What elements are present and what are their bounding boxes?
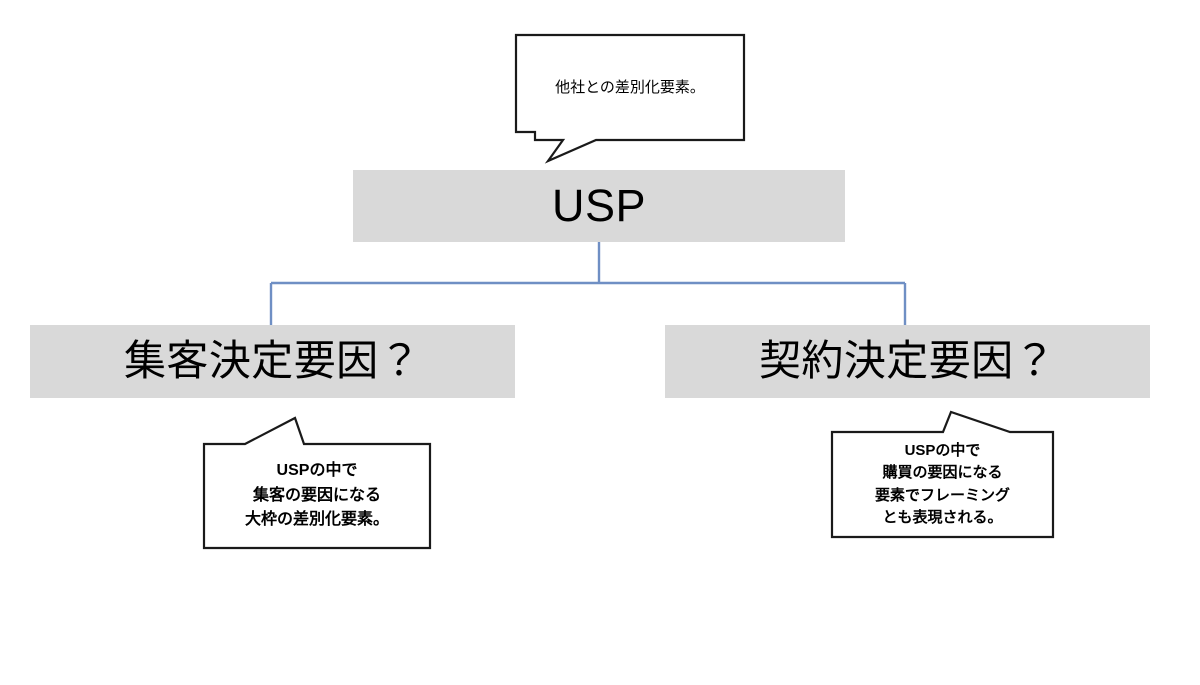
callout-contract-line-3: 要素でフレーミング [874, 486, 1010, 504]
callout-contract-shape [830, 410, 1055, 539]
callout-contract-line-4: とも表現される。 [882, 509, 1003, 526]
node-contract-decision-factor[interactable]: 契約決定要因？ [665, 325, 1150, 398]
callout-usp-shape [514, 33, 746, 164]
callout-attract-line-3: 大枠の差別化要素。 [244, 511, 389, 529]
callout-usp-line-1: 他社との差別化要素。 [555, 78, 705, 96]
callout-contract-line-1: USPの中で [904, 441, 981, 459]
callout-attract-shape [202, 416, 432, 550]
callout-attract-line-2: 集客の要因になる [252, 486, 381, 504]
node-attract-decision-factor[interactable]: 集客決定要因？ [30, 325, 515, 398]
callout-contract-text: USPの中で 購買の要因になる 要素でフレーミング とも表現される。 [832, 432, 1053, 537]
callout-attract-line-1: USPの中で [276, 461, 358, 479]
callout-attract-text: USPの中で 集客の要因になる 大枠の差別化要素。 [204, 444, 430, 548]
callout-usp-text: 他社との差別化要素。 [516, 35, 744, 140]
node-usp[interactable]: USP [353, 170, 845, 242]
callout-contract-line-2: 購買の要因になる [882, 464, 1003, 481]
